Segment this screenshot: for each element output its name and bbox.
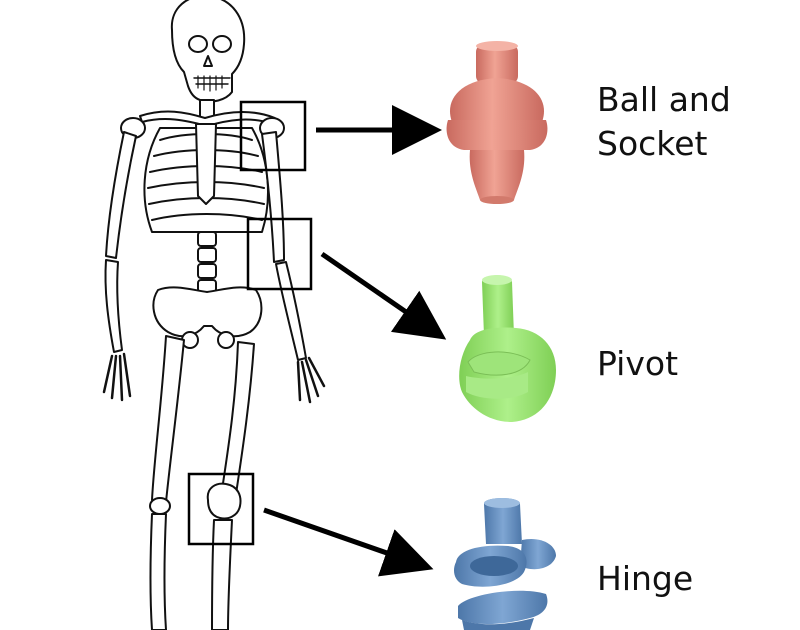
shoulder-highlight-box [239, 100, 307, 172]
left-leg [149, 335, 185, 630]
ball-and-socket-joint-icon [446, 41, 548, 204]
elbow-highlight-box [246, 217, 313, 291]
skeleton-illustration [102, 0, 326, 630]
elbow-arrow [320, 251, 447, 340]
right-leg [206, 341, 255, 630]
hinge-label: Hinge [597, 557, 693, 601]
pivot-label-text: Pivot [597, 344, 679, 383]
ball-and-socket-label-line1: Ball and [597, 80, 731, 119]
pivot-label: Pivot [597, 342, 678, 386]
pelvis [152, 286, 263, 349]
left-arm [102, 131, 137, 402]
skull [170, 0, 246, 103]
ball-and-socket-label-line2: Socket [597, 124, 708, 163]
lumbar-spine [197, 231, 217, 293]
pivot-joint-icon [459, 275, 556, 422]
hinge-label-text: Hinge [597, 559, 694, 598]
right-arm [261, 131, 326, 404]
knee-highlight-box [187, 472, 255, 546]
knee-arrow [263, 507, 434, 577]
ball-and-socket-label: Ball and Socket [597, 78, 787, 166]
hinge-joint-icon [454, 498, 556, 630]
ribcage [143, 123, 269, 233]
